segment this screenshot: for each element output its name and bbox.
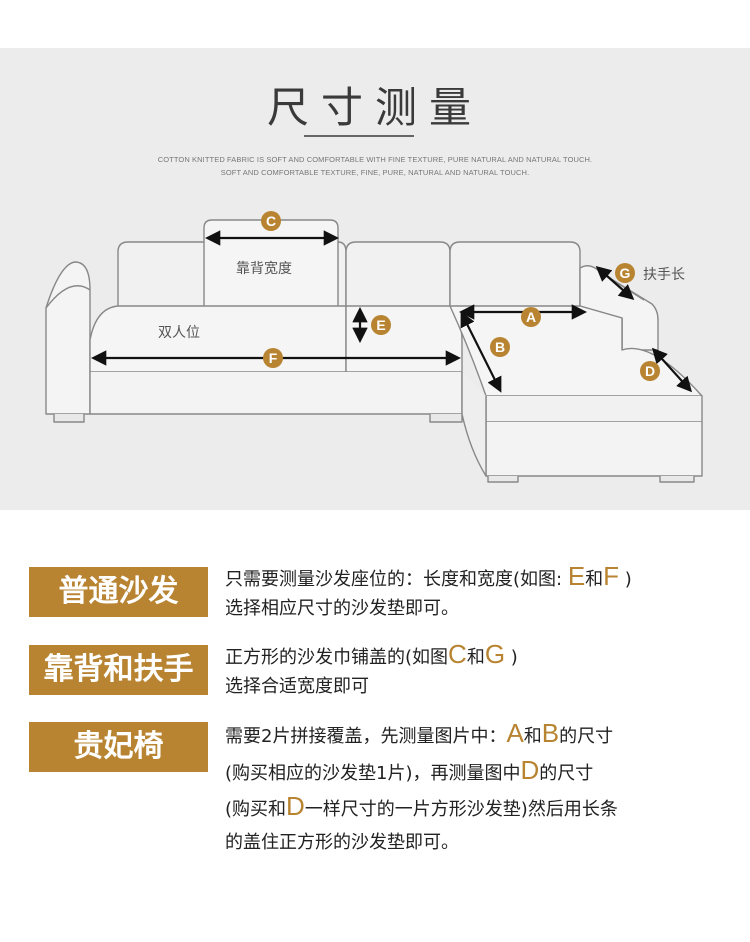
desc-regular-sofa-line1: 只需要测量沙发座位的：长度和宽度(如图: E和F ) [225,561,632,591]
highlight-d-1: D [520,754,540,785]
label-backrest-width: 靠背宽度 [236,260,292,277]
badge-chaise: 贵妃椅 [29,722,208,772]
highlight-f: F [603,561,620,591]
highlight-c: C [448,639,467,669]
desc-chaise: 需要2片拼接覆盖，先测量图片中：A和B的尺寸 (购买相应的沙发垫1片)，再测量图… [225,717,618,859]
desc-backrest-armrest: 正方形的沙发巾铺盖的(如图C和G ) 选择合适宽度即可 [225,640,518,701]
arrow-b [460,311,502,393]
label-two-seater: 双人位 [158,325,200,341]
title-underline [304,135,414,137]
highlight-d-2: D [286,791,305,821]
highlight-b: B [541,718,560,748]
label-armrest-length: 扶手长 [643,267,685,283]
desc-chaise-line4: 的盖住正方形的沙发垫即可。 [225,831,459,853]
desc-regular-sofa-line2: 选择相应尺寸的沙发垫即可。 [225,598,459,619]
marker-d-letter: D [645,363,655,379]
arrow-d [651,347,693,393]
marker-b-letter: B [495,339,505,355]
arrow-g [595,265,635,301]
subtitle-line-2: SOFT AND COMFORTABLE TEXTURE, FINE, PURE… [220,168,530,177]
marker-e: E [371,315,391,335]
desc-backrest-armrest-line2: 选择合适宽度即可 [225,676,369,697]
badge-backrest-armrest: 靠背和扶手 [29,645,208,695]
marker-d: D [640,361,660,381]
marker-f: F [263,348,283,368]
marker-b: B [490,337,510,357]
marker-g-letter: G [620,265,631,281]
marker-c: C [261,211,281,231]
desc-backrest-armrest-line1: 正方形的沙发巾铺盖的(如图C和G ) [225,639,518,669]
marker-e-letter: E [376,317,385,333]
marker-g: G [615,263,635,283]
highlight-g: G [484,639,506,669]
badge-regular-sofa: 普通沙发 [29,567,208,617]
sofa-diagram: C F E A B G D 靠背宽度 扶手长 双人位 [45,211,703,483]
highlight-e: E [567,561,586,591]
page-title: 尺寸测量 [266,83,483,132]
marker-c-letter: C [266,213,276,229]
desc-chaise-line3: (购买和D一样尺寸的一片方形沙发垫)然后用长条 [225,791,618,821]
subtitle-line-1: COTTON KNITTED FABRIC IS SOFT AND COMFOR… [157,155,593,164]
marker-a: A [521,307,541,327]
desc-chaise-line1: 需要2片拼接覆盖，先测量图片中：A和B的尺寸 [225,718,614,748]
sofa-outline [45,219,703,483]
desc-chaise-line2: (购买相应的沙发垫1片)，再测量图中D的尺寸 [225,754,594,785]
highlight-a: A [506,718,524,748]
desc-regular-sofa: 只需要测量沙发座位的：长度和宽度(如图: E和F ) 选择相应尺寸的沙发垫即可。 [225,562,632,623]
marker-f-letter: F [269,350,278,366]
marker-a-letter: A [526,309,536,325]
